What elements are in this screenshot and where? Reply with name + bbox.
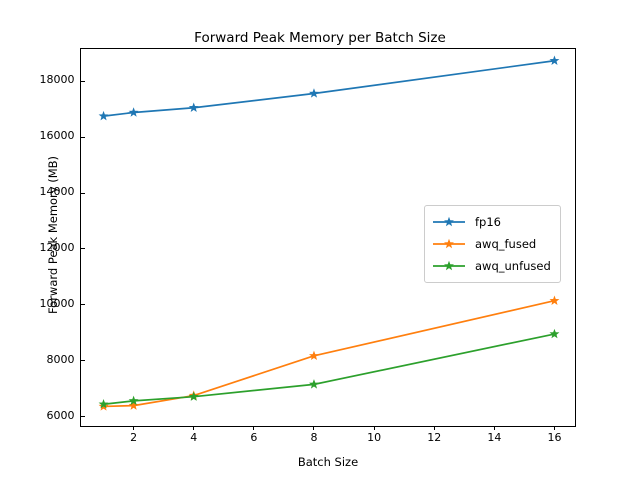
legend-item-fp16[interactable]: fp16 [432,211,551,233]
series-layer [98,55,560,411]
tick-mark [253,426,255,430]
data-point-marker [128,107,139,117]
tick-mark [81,360,85,362]
x-tick-label: 16 [547,431,562,444]
data-point-marker [188,391,199,401]
legend-label: fp16 [475,215,501,229]
x-tick-label: 4 [190,431,198,444]
legend: fp16 awq_fused awq_unfused [424,205,561,283]
y-tick-label: 16000 [39,129,75,143]
tick-mark [81,80,85,82]
series-line [102,299,556,408]
series-awq_fused [98,295,560,411]
data-point-marker [128,395,139,406]
tick-mark [81,248,85,250]
x-tick-label: 12 [427,431,442,444]
data-point-marker [309,379,319,389]
tick-mark [553,426,555,430]
data-point-marker [188,102,199,112]
data-point-marker [549,55,560,65]
data-point-marker [549,295,560,305]
data-point-marker [309,350,319,361]
page-title: Forward Peak Memory per Batch Size [194,30,446,46]
legend-swatch-icon [432,259,466,273]
tick-mark [373,426,375,430]
y-axis-label: Forward Peak Memory (MB) [46,155,60,315]
y-tick-label: 18000 [39,73,75,87]
tick-mark [81,304,85,306]
data-point-marker [549,328,560,339]
legend-item-awq_unfused[interactable]: awq_unfused [432,255,551,277]
data-point-marker [309,88,319,98]
y-tick-label: 14000 [39,185,75,199]
y-tick-label: 10000 [39,296,75,310]
tick-mark [493,426,495,430]
y-tick-label: 8000 [46,352,75,366]
tick-mark [133,426,135,430]
legend-item-awq_fused[interactable]: awq_fused [432,233,551,255]
series-line [102,59,556,117]
legend-label: awq_fused [475,237,537,251]
y-tick-label: 12000 [39,240,75,254]
tick-mark [193,426,195,430]
tick-mark [81,192,85,194]
tick-mark [433,426,435,430]
x-tick-label: 14 [487,431,502,444]
x-tick-label: 6 [250,431,258,444]
legend-label: awq_unfused [475,259,551,273]
x-tick-label: 2 [130,431,138,444]
legend-swatch-icon [432,237,466,251]
series-line [102,333,556,406]
series-awq_unfused [98,328,560,409]
tick-mark [81,136,85,138]
plot-area: 6000 8000 10000 12000 14000 16000 18000 2 4 6 8 10… [40,48,576,444]
x-tick-label: 8 [310,431,318,444]
data-point-marker [128,400,139,410]
data-point-marker [98,399,109,409]
legend-swatch-icon [432,215,466,229]
y-tick-label: 6000 [46,408,75,422]
x-axis-label: Batch Size [297,455,359,469]
series-fp16 [98,55,560,121]
tick-mark [81,416,85,418]
tick-mark [313,426,315,430]
data-point-marker [98,110,109,121]
x-tick-label: 10 [367,431,382,444]
